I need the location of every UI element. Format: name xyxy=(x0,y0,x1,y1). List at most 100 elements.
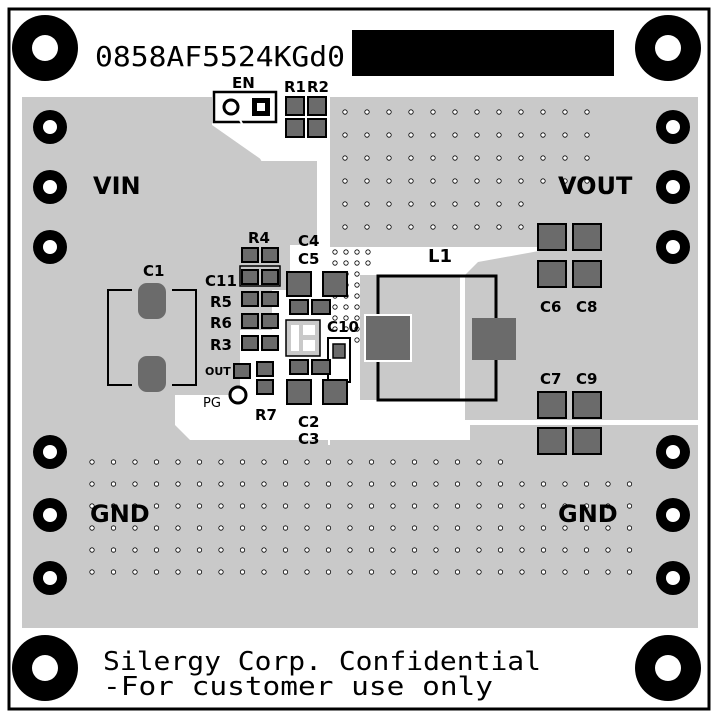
label-r1: R1 xyxy=(284,78,306,96)
via xyxy=(342,178,348,184)
via xyxy=(153,569,160,575)
via xyxy=(390,459,396,465)
via xyxy=(132,569,138,575)
via xyxy=(540,503,547,509)
vin-copper xyxy=(22,97,328,445)
via xyxy=(497,525,504,531)
via xyxy=(540,132,546,138)
via xyxy=(364,178,370,184)
via xyxy=(282,547,289,553)
via xyxy=(474,178,480,184)
via xyxy=(110,525,117,531)
via xyxy=(153,459,160,465)
via xyxy=(343,249,349,255)
mounting-hole-tl xyxy=(12,15,78,81)
mounting-hole-bl xyxy=(12,635,78,701)
via xyxy=(584,178,590,184)
via xyxy=(332,315,338,321)
via xyxy=(175,481,181,487)
via xyxy=(239,525,246,531)
via xyxy=(518,155,524,161)
via xyxy=(325,481,332,487)
via xyxy=(132,503,138,509)
via xyxy=(364,132,370,138)
via xyxy=(518,132,524,138)
via xyxy=(282,569,289,575)
via xyxy=(354,271,360,277)
via xyxy=(175,525,181,531)
via xyxy=(497,459,504,465)
via xyxy=(562,481,568,487)
via xyxy=(332,304,338,310)
via xyxy=(354,293,360,299)
via xyxy=(562,525,568,531)
via xyxy=(454,547,461,553)
footer-line-1: Silergy Corp. Confidential xyxy=(103,647,541,677)
via xyxy=(218,503,224,509)
via xyxy=(386,109,392,115)
gnd-copper xyxy=(22,425,698,628)
resistor-column-pads xyxy=(241,247,279,351)
vin-copper-edge xyxy=(22,97,34,347)
via xyxy=(430,155,436,161)
label-c6: C6 xyxy=(540,298,561,316)
label-c3: C3 xyxy=(298,430,319,448)
via xyxy=(110,547,117,553)
via xyxy=(452,178,458,184)
via xyxy=(304,503,310,509)
via xyxy=(518,178,524,184)
via xyxy=(519,481,525,487)
via xyxy=(408,201,414,207)
via xyxy=(196,481,203,487)
via xyxy=(110,503,117,509)
via xyxy=(583,481,590,487)
via xyxy=(110,481,117,487)
via xyxy=(325,525,332,531)
via xyxy=(411,525,418,531)
via xyxy=(390,547,396,553)
via xyxy=(132,481,138,487)
via xyxy=(175,569,181,575)
via xyxy=(354,304,360,310)
via xyxy=(474,132,480,138)
via xyxy=(218,481,224,487)
via xyxy=(153,481,160,487)
en-pin-1 xyxy=(222,98,240,116)
via xyxy=(347,525,353,531)
via xyxy=(261,503,267,509)
via xyxy=(626,481,633,487)
via xyxy=(452,201,458,207)
terminal-pads xyxy=(33,110,690,595)
vout-copper-main xyxy=(330,97,612,247)
label-pg: PG xyxy=(203,396,221,411)
ic-u1 xyxy=(285,319,321,357)
via xyxy=(354,315,360,321)
en-header xyxy=(212,90,278,124)
footer-line-2: -For customer use only xyxy=(103,672,493,702)
via xyxy=(496,155,502,161)
via xyxy=(540,569,547,575)
c1-pad-bottom xyxy=(138,356,166,392)
via xyxy=(89,459,95,465)
via xyxy=(364,201,370,207)
via xyxy=(454,569,461,575)
via xyxy=(365,249,371,255)
via xyxy=(89,569,95,575)
via xyxy=(433,547,439,553)
via xyxy=(452,109,458,115)
l1-pad-left xyxy=(364,314,412,362)
c1-outline xyxy=(107,289,197,386)
via xyxy=(408,155,414,161)
label-r2: R2 xyxy=(307,78,329,96)
via xyxy=(304,547,310,553)
out-pad xyxy=(233,363,251,379)
label-r6: R6 xyxy=(210,314,232,332)
via xyxy=(89,525,95,531)
label-r3: R3 xyxy=(210,336,232,354)
via xyxy=(325,569,332,575)
label-r4: R4 xyxy=(248,229,270,247)
via xyxy=(89,481,95,487)
via xyxy=(605,569,611,575)
via xyxy=(368,481,375,487)
via xyxy=(342,224,348,230)
